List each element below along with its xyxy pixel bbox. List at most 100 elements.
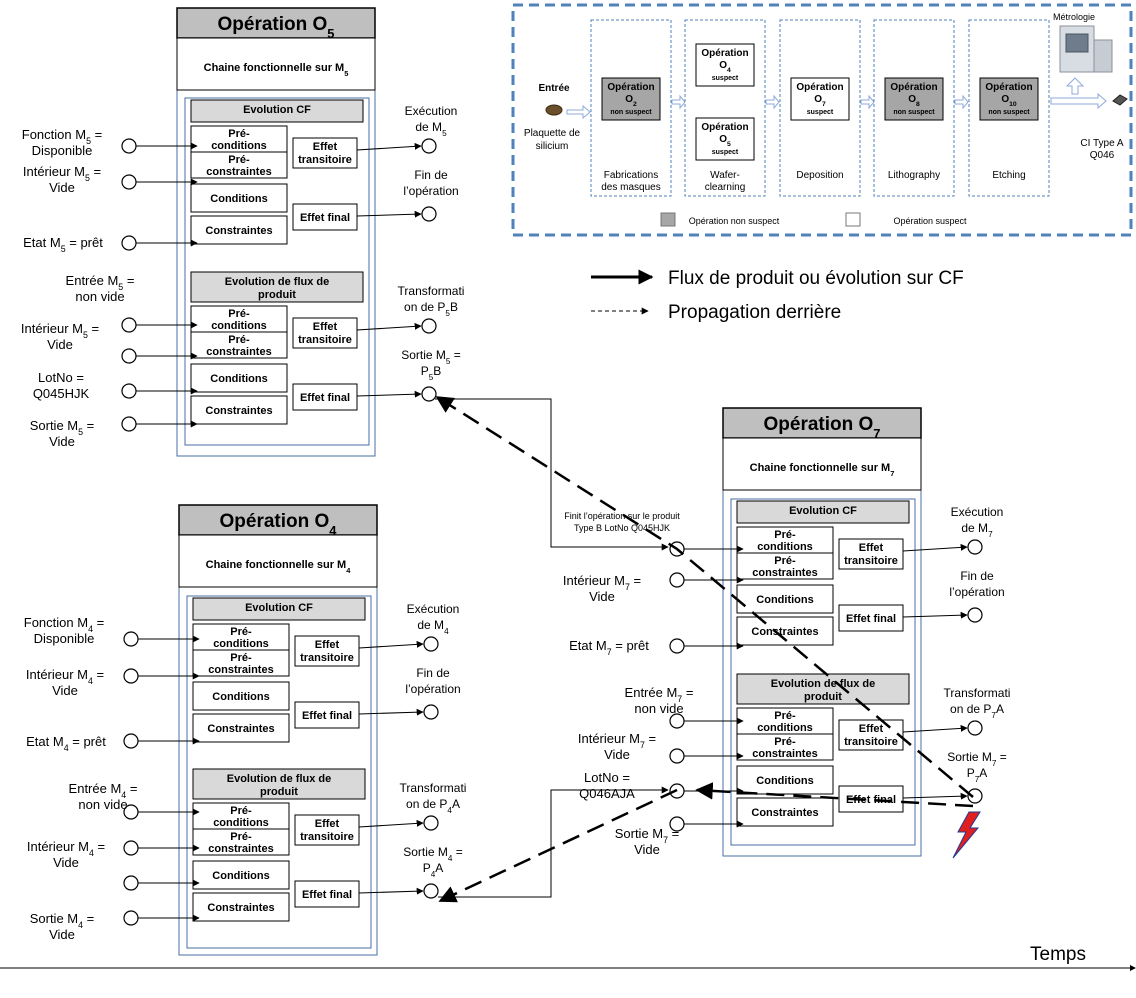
output-label: Exécution [407, 602, 460, 616]
conditions-cell-text: Conditions [210, 373, 267, 385]
input-node[interactable] [669, 748, 685, 764]
flow-op-id: O2 [625, 94, 637, 108]
flow-arrow-icon [1050, 92, 1107, 110]
output-label: P7A [967, 766, 988, 784]
pre-constraints-cell-text: Pré- [774, 555, 796, 567]
output-arrow [358, 708, 424, 716]
output-label: l’opération [405, 682, 460, 696]
flow-op-name: Opération [607, 82, 654, 93]
input-node[interactable] [121, 416, 137, 432]
input-node[interactable] [669, 638, 685, 654]
evolution-flux-section: Evolution de flux deproduitPré-condition… [736, 673, 1010, 827]
input-node[interactable] [123, 733, 139, 749]
output-label: Fin de [416, 666, 450, 680]
effet-transitoire-text: transitoire [300, 831, 354, 843]
effet-final-text: Effet final [846, 613, 896, 625]
legend-non-suspect-label: Opération non suspect [689, 216, 780, 226]
input-label: Vide [589, 589, 615, 604]
pre-constraints-cell-text: constraintes [208, 664, 273, 676]
chip-icon [1112, 94, 1128, 106]
output-arrow [358, 640, 424, 649]
output-node[interactable] [423, 883, 439, 899]
input-node[interactable] [121, 235, 137, 251]
section-title: produit [804, 691, 842, 703]
input-node[interactable] [121, 317, 137, 333]
constraints-cell [192, 713, 290, 743]
output-arrow [902, 611, 968, 619]
time-axis: Temps [0, 944, 1136, 971]
input-node[interactable] [123, 910, 139, 926]
input-node[interactable] [121, 174, 137, 190]
input-label: LotNo = [38, 370, 84, 385]
effet-final-text: Effet final [846, 794, 896, 806]
input-node[interactable] [669, 572, 685, 588]
input-node[interactable] [121, 138, 137, 154]
output-node[interactable] [423, 636, 439, 652]
evolution-cf-section: Evolution CFPré-conditionsPré-constraint… [190, 99, 459, 245]
output-node[interactable] [423, 704, 439, 720]
flow-arrow-icon [671, 94, 686, 110]
time-axis-arrowhead [1130, 965, 1136, 971]
output-node[interactable] [967, 607, 983, 623]
input-label: Intérieur M7 = [563, 573, 641, 592]
pre-conditions-cell-text: conditions [757, 722, 813, 734]
output-arrow [902, 724, 968, 733]
output-label: Sortie M5 = [401, 348, 461, 366]
section-title-bar [190, 99, 364, 123]
flow-op-id: O7 [814, 94, 826, 108]
flow-arrow-icon [765, 94, 780, 110]
section-title: Evolution CF [245, 602, 313, 614]
output-node[interactable] [421, 386, 437, 402]
input-node[interactable] [123, 875, 139, 891]
evolution-cf-section: Evolution CFPré-conditionsPré-constraint… [736, 500, 1005, 646]
input-label: Vide [53, 855, 79, 870]
input-label: Sortie M7 = [615, 826, 680, 845]
stage-label: des masques [601, 182, 660, 193]
effet-transitoire-text: Effet [315, 818, 340, 830]
input-node[interactable] [123, 668, 139, 684]
output-node[interactable] [423, 815, 439, 831]
flow-op-status: non suspect [610, 109, 652, 116]
effet-final-text: Effet final [300, 392, 350, 404]
input-label: Etat M7 = prêt [569, 638, 649, 657]
output-node[interactable] [967, 720, 983, 736]
stage-label: Lithography [888, 170, 940, 181]
output-node[interactable] [421, 318, 437, 334]
output-label: de M7 [961, 521, 993, 539]
input-node[interactable] [123, 631, 139, 647]
output-node[interactable] [967, 788, 983, 804]
pre-conditions-cell-text: Pré- [230, 626, 252, 638]
constraints-cell [192, 892, 290, 922]
effet-transitoire-text: Effet [313, 141, 338, 153]
pre-constraints-cell-text: constraintes [206, 346, 271, 358]
output-label: l’opération [949, 585, 1004, 599]
conditions-cell-text: Conditions [756, 594, 813, 606]
flow-op-status: non suspect [893, 109, 935, 116]
conditions-cell [192, 681, 290, 711]
legend-suspect-label: Opération suspect [893, 216, 967, 226]
output-node[interactable] [967, 539, 983, 555]
conditions-cell [190, 363, 288, 393]
pre-conditions-cell-text: conditions [213, 817, 269, 829]
input-label: Vide [49, 180, 75, 195]
pre-conditions-cell [190, 305, 288, 333]
input-node[interactable] [669, 713, 685, 729]
pre-conditions-cell-text: conditions [213, 638, 269, 650]
input-0: Fonction M4 =Disponible [24, 615, 200, 647]
output-node[interactable] [421, 206, 437, 222]
flow-op-name: Opération [701, 122, 748, 133]
pre-constraints-cell-text: constraintes [208, 843, 273, 855]
output-node[interactable] [421, 138, 437, 154]
pre-constraints-cell-text: Pré- [230, 652, 252, 664]
chain-label: Chaine fonctionnelle sur M4 [206, 559, 352, 575]
input-label: non vide [78, 797, 127, 812]
input-node[interactable] [121, 348, 137, 364]
suspect-operation-box [695, 43, 755, 87]
flow-op-id: O5 [719, 134, 731, 148]
input-node[interactable] [123, 840, 139, 856]
pre-conditions-cell-text: conditions [211, 320, 267, 332]
input-node[interactable] [121, 383, 137, 399]
propagation-to-lot [695, 782, 974, 808]
